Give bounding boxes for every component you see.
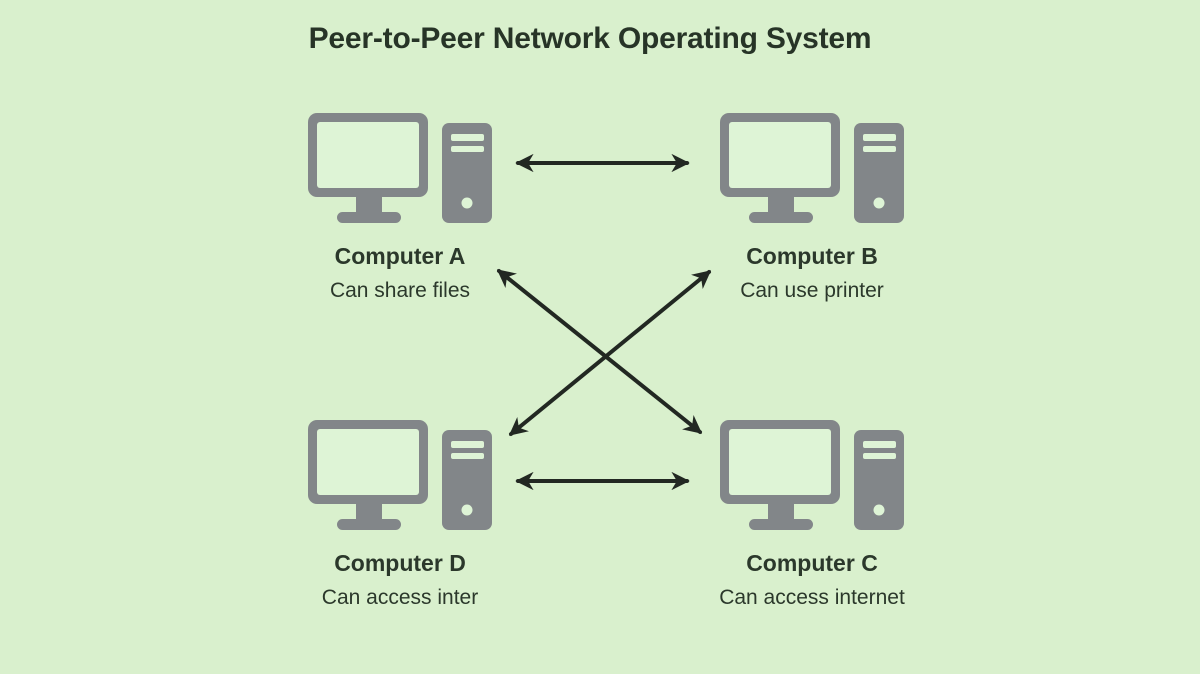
desktop-computer-icon <box>308 420 492 530</box>
computer-group-b: Computer B Can use printer <box>712 113 912 304</box>
computer-name: Computer D <box>334 550 466 576</box>
computer-name: Computer C <box>746 550 878 576</box>
computer-group-a: Computer A Can share files <box>300 113 500 304</box>
desktop-computer-icon <box>720 113 904 223</box>
computer-capability: Can access internet <box>719 586 905 609</box>
desktop-computer-icon <box>308 113 492 223</box>
page-title: Peer-to-Peer Network Operating System <box>308 22 872 55</box>
arrow-d-b <box>508 270 712 436</box>
computer-capability: Can share files <box>329 279 471 302</box>
arrow-a-c <box>496 269 703 434</box>
computer-name: Computer B <box>746 243 878 269</box>
computer-group-d: Computer D Can access inter <box>300 420 500 611</box>
desktop-computer-icon <box>720 420 904 530</box>
computer-name: Computer A <box>334 243 466 269</box>
computer-capability: Can access inter <box>321 586 479 609</box>
computer-capability: Can use printer <box>740 279 884 302</box>
computer-group-c: Computer C Can access internet <box>712 420 912 611</box>
